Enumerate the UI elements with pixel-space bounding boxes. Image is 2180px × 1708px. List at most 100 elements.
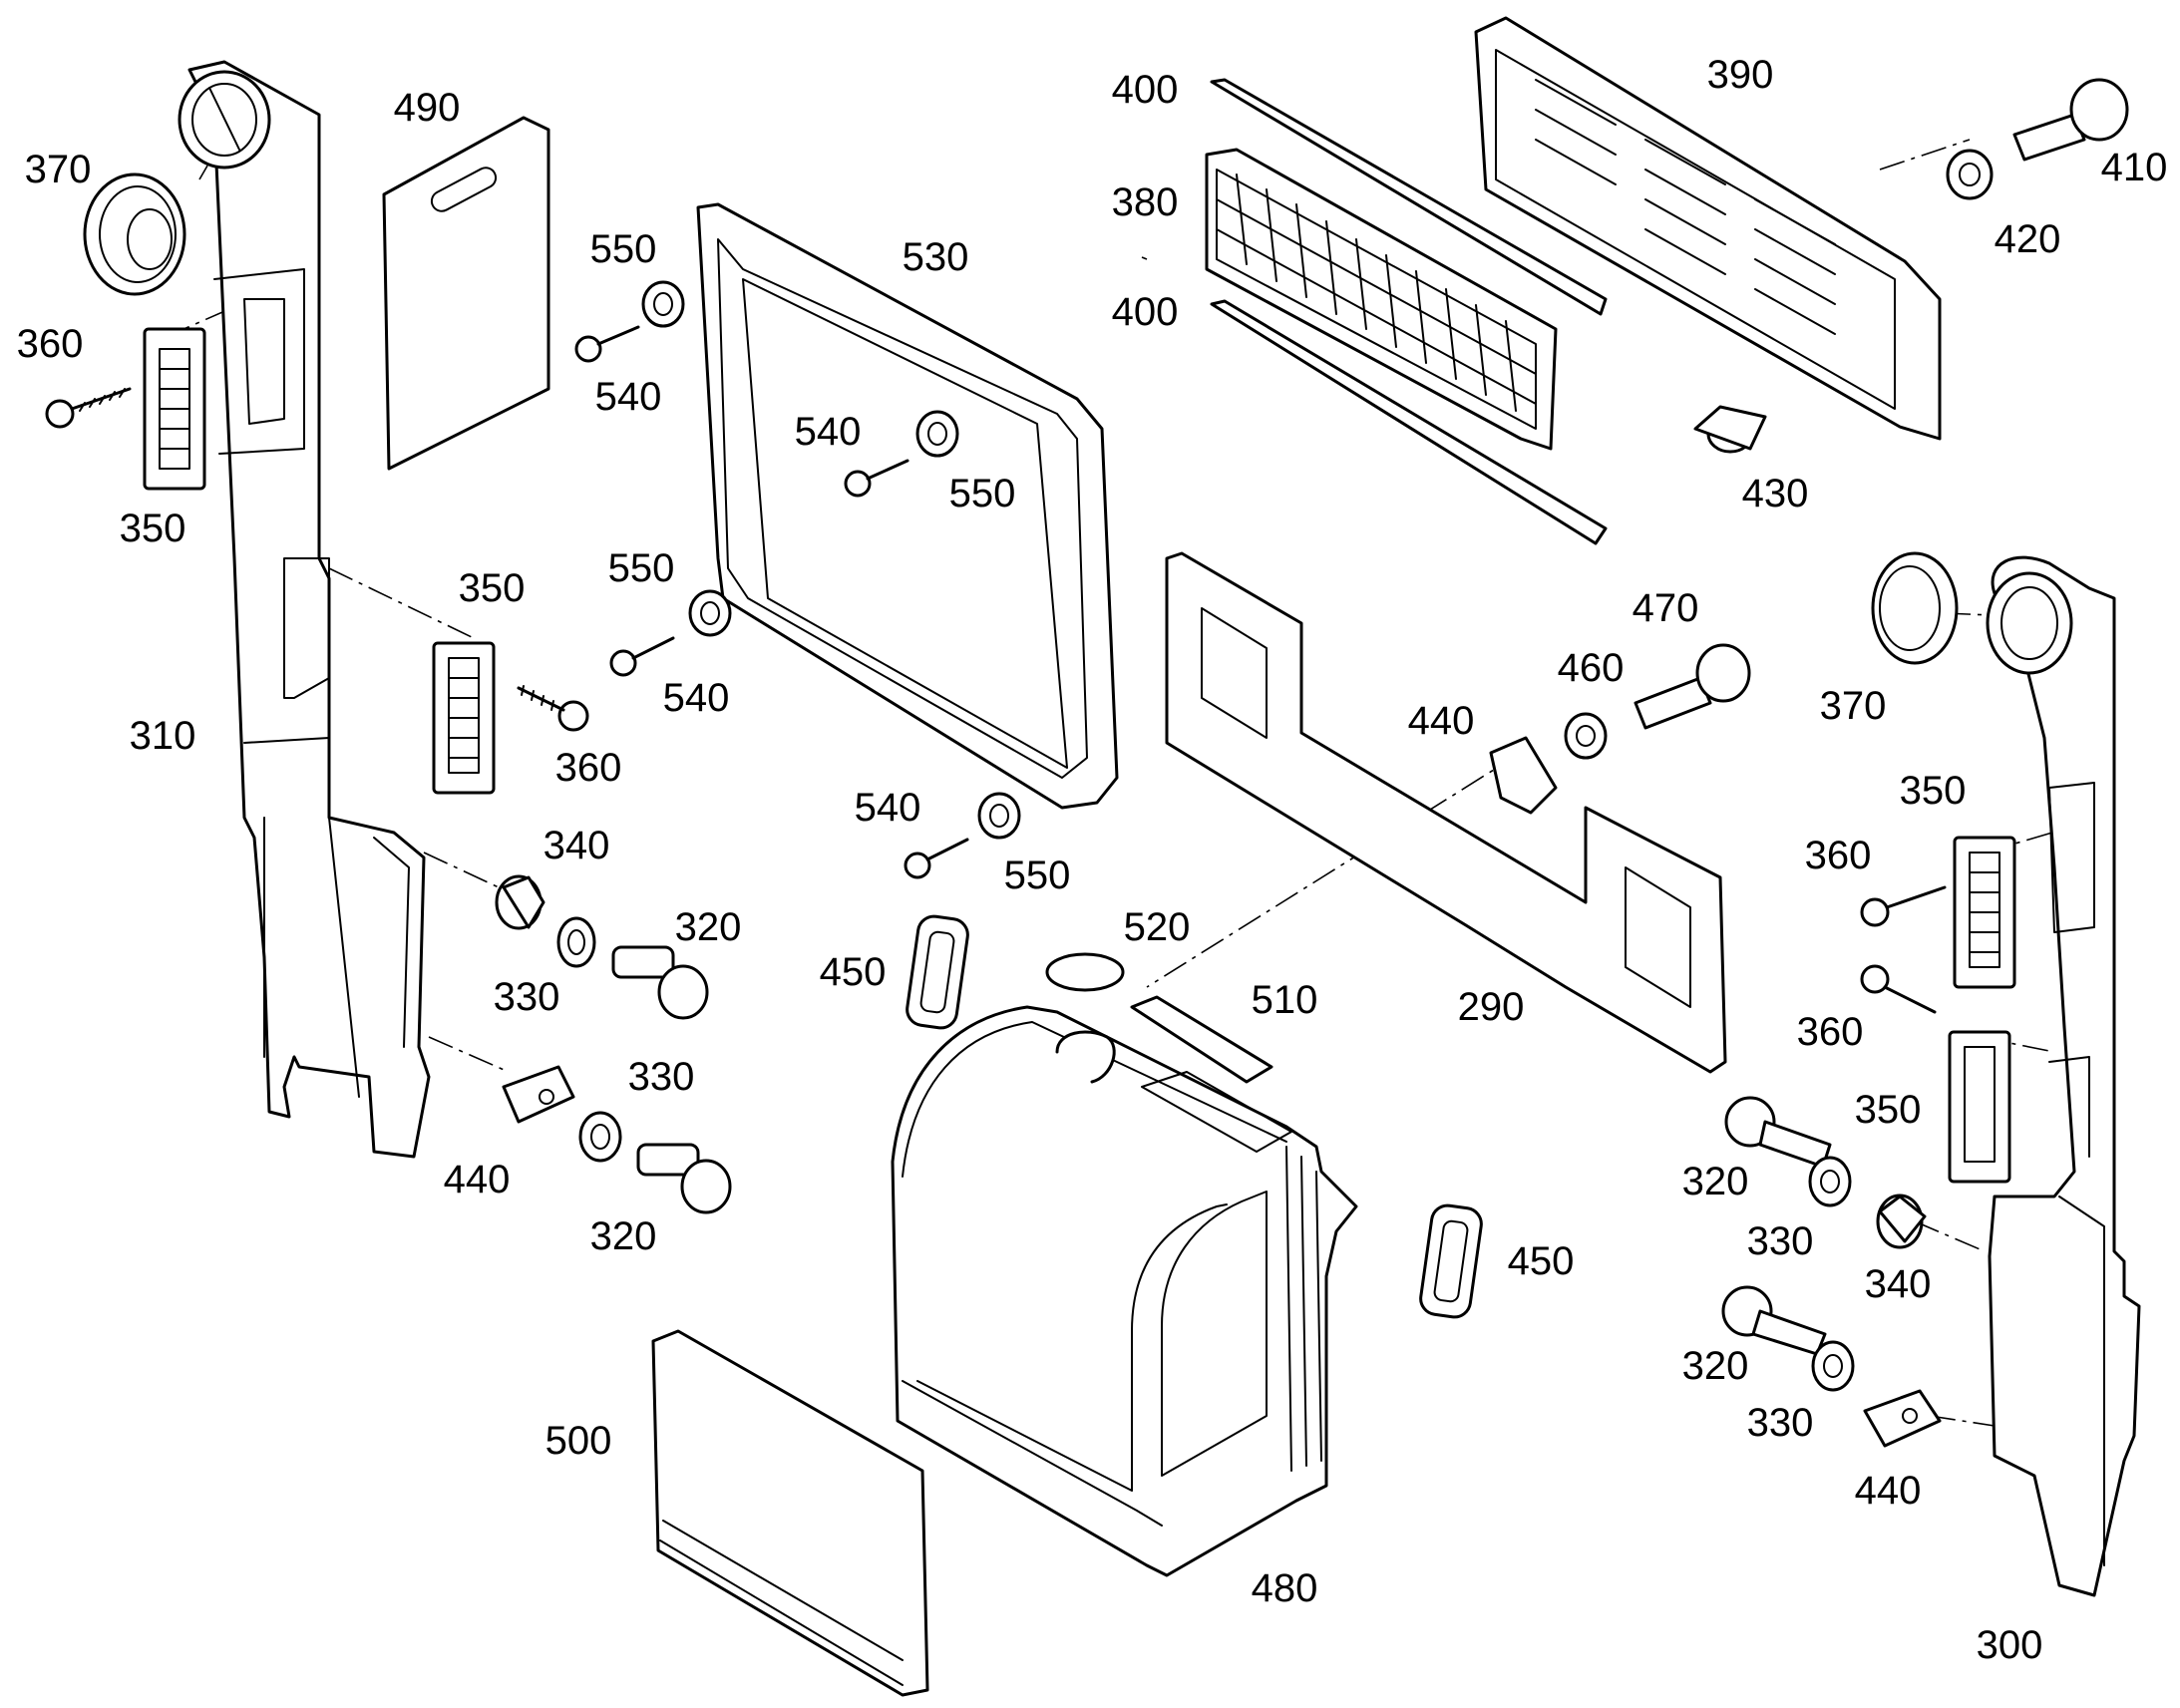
part-370-ring-left xyxy=(83,172,186,296)
part-470-bolt xyxy=(1634,643,1751,730)
part-350-vent-mid-left xyxy=(432,641,496,795)
label-330-right-lower: 330 xyxy=(1746,1401,1814,1445)
part-360-screw-mid-left xyxy=(517,685,589,732)
part-400-strip-upper xyxy=(1210,78,1608,316)
part-540-screw-b xyxy=(844,459,909,498)
part-510-plate xyxy=(1130,995,1273,1084)
label-370-right: 370 xyxy=(1819,684,1887,728)
label-330-left-lower: 330 xyxy=(627,1055,695,1099)
label-290-plate: 290 xyxy=(1457,985,1525,1029)
part-480-tank xyxy=(891,1005,1358,1577)
label-550-a: 550 xyxy=(589,227,657,271)
part-360-screw-upper-right xyxy=(1860,885,1947,927)
label-350-upper-left: 350 xyxy=(119,507,186,550)
part-340-bushing-right xyxy=(1876,1194,1927,1249)
label-330-left-upper: 330 xyxy=(493,975,560,1019)
label-410: 410 xyxy=(2100,146,2168,189)
label-500: 500 xyxy=(545,1419,612,1463)
label-310: 310 xyxy=(129,714,196,758)
label-350-lower-right: 350 xyxy=(1854,1088,1922,1132)
label-350-upper-right: 350 xyxy=(1899,769,1967,813)
part-450-gasket-right xyxy=(1419,1203,1483,1319)
label-510: 510 xyxy=(1251,978,1318,1022)
part-520-disc xyxy=(1045,952,1125,992)
part-430-bushing xyxy=(1693,405,1767,454)
label-450-left: 450 xyxy=(819,950,887,994)
label-400-upper: 400 xyxy=(1111,68,1179,112)
part-320-bolt-right-upper xyxy=(1724,1096,1832,1169)
label-540-a: 540 xyxy=(594,375,662,419)
part-550-washer-c xyxy=(688,589,732,637)
part-320-bolt-left-upper xyxy=(611,945,709,1020)
label-540-c: 540 xyxy=(662,676,730,720)
part-440-clip-left xyxy=(502,1065,575,1124)
part-350-vent-lower-right xyxy=(1948,1030,2011,1184)
label-300: 300 xyxy=(1976,1623,2043,1667)
part-350-vent-upper-right xyxy=(1953,836,2016,989)
label-440-right: 440 xyxy=(1854,1469,1922,1513)
part-360-screw-upper-left xyxy=(45,387,132,429)
part-500-panel xyxy=(651,1329,929,1697)
label-550-b: 550 xyxy=(948,472,1016,515)
part-530-frame xyxy=(696,202,1119,810)
label-470: 470 xyxy=(1632,586,1699,630)
label-420: 420 xyxy=(1994,217,2061,261)
part-550-washer-a xyxy=(641,280,685,328)
part-540-screw-a xyxy=(574,325,640,363)
part-540-screw-c xyxy=(609,636,675,677)
part-380-filter xyxy=(1205,148,1558,451)
part-460-washer xyxy=(1564,712,1608,760)
part-290-plate xyxy=(1165,551,1727,1074)
label-320-left-lower: 320 xyxy=(589,1214,657,1258)
part-350-vent-upper-left xyxy=(143,327,206,491)
label-370-left: 370 xyxy=(24,148,92,191)
label-360-upper-right: 360 xyxy=(1804,834,1872,877)
label-390: 390 xyxy=(1706,53,1774,97)
part-420-washer xyxy=(1946,149,1994,200)
part-410-bolt xyxy=(2012,78,2129,162)
part-440-clip-right xyxy=(1863,1389,1942,1448)
part-330-washer-right-upper xyxy=(1808,1156,1852,1207)
label-460: 460 xyxy=(1557,646,1625,690)
label-380: 380 xyxy=(1111,180,1179,224)
label-330-right-upper: 330 xyxy=(1746,1219,1814,1263)
label-440-middle: 440 xyxy=(1407,699,1475,743)
part-330-washer-right-lower xyxy=(1811,1340,1855,1392)
label-550-c: 550 xyxy=(607,546,675,590)
part-360-screw-lower-right xyxy=(1860,964,1937,1014)
part-340-bushing-left xyxy=(495,874,545,930)
part-330-washer-left-lower xyxy=(578,1111,622,1163)
label-360-mid-left: 360 xyxy=(554,746,622,790)
label-490: 490 xyxy=(393,86,461,130)
part-540-screw-d xyxy=(904,838,969,879)
part-490-panel xyxy=(382,116,550,471)
label-320-right-upper: 320 xyxy=(1681,1160,1749,1203)
label-550-d: 550 xyxy=(1003,854,1071,897)
label-340-left: 340 xyxy=(543,824,610,867)
label-350-mid-left: 350 xyxy=(458,566,526,610)
part-310-left-side-panel xyxy=(178,60,431,1159)
label-480: 480 xyxy=(1251,1566,1318,1610)
part-450-gasket-left xyxy=(906,914,969,1030)
part-550-washer-b xyxy=(915,410,959,458)
part-550-washer-d xyxy=(977,792,1021,840)
part-390-grille xyxy=(1474,16,1942,441)
label-520: 520 xyxy=(1123,905,1191,949)
part-400-strip-lower xyxy=(1210,299,1608,545)
label-320-left-upper: 320 xyxy=(674,905,742,949)
label-440-left: 440 xyxy=(443,1158,511,1201)
part-440-clip-middle xyxy=(1489,736,1558,815)
label-360-upper-left: 360 xyxy=(16,322,84,366)
part-300-right-side-panel xyxy=(1986,555,2141,1597)
label-320-right-lower: 320 xyxy=(1681,1344,1749,1388)
label-450-right: 450 xyxy=(1507,1239,1575,1283)
label-530: 530 xyxy=(902,235,969,279)
part-330-washer-left-upper xyxy=(556,916,596,968)
label-540-d: 540 xyxy=(854,786,921,830)
part-370-ring-right xyxy=(1871,551,1959,665)
label-400-lower: 400 xyxy=(1111,290,1179,334)
label-340-right: 340 xyxy=(1864,1262,1932,1306)
label-430: 430 xyxy=(1741,472,1809,515)
